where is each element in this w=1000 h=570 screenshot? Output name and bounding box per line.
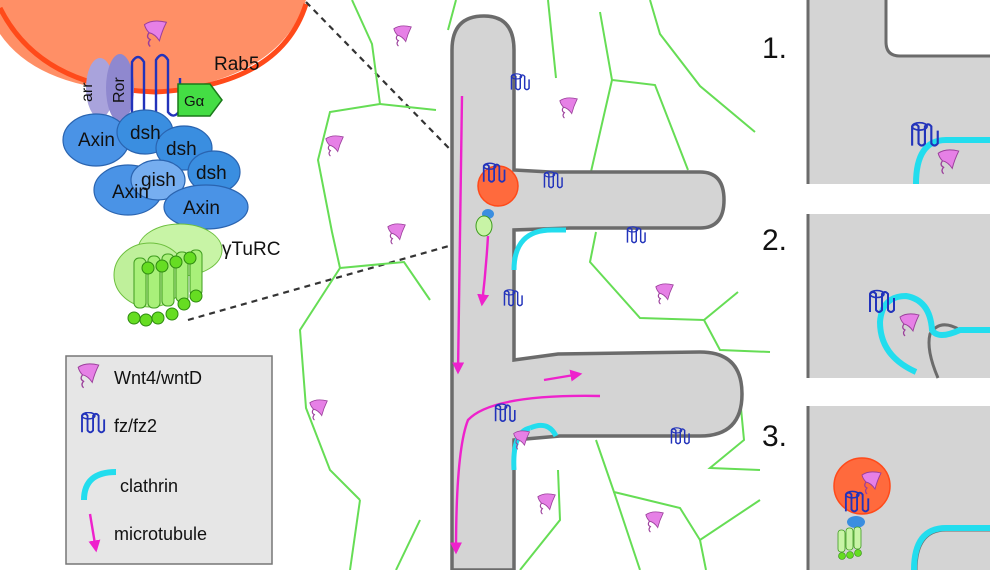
rab5-label: Rab5 [214, 54, 259, 75]
clathrin-icon [81, 469, 117, 501]
panel-number-1: 1. [762, 32, 787, 65]
zoom-line-bottom [187, 234, 485, 322]
legend: Wnt4/wntD fz/fz2 clathrin microtubule [65, 355, 273, 565]
galpha-label: Gα [184, 93, 205, 110]
axin-label-3: Axin [183, 198, 220, 219]
legend-label-wnt: Wnt4/wntD [114, 368, 202, 388]
frizzled-in-complex [130, 20, 182, 120]
panel-1: 1. [762, 0, 990, 185]
dendrite [450, 14, 744, 570]
axin-label-1: Axin [78, 130, 115, 151]
dendrite-endosome [475, 162, 519, 237]
panel-3: 3. [762, 406, 990, 570]
microtubules [450, 95, 601, 555]
cell-membranes [298, 0, 771, 570]
legend-label-fz: fz/fz2 [114, 416, 157, 436]
dsh-label-1: dsh [130, 123, 161, 144]
legend-label-microtubule: microtubule [114, 524, 207, 544]
panel-number-3: 3. [762, 420, 787, 453]
panel-number-2: 2. [762, 224, 787, 257]
panel-2: 2. [762, 214, 990, 379]
axin-label-2: Axin [112, 182, 149, 203]
legend-label-clathrin: clathrin [120, 476, 178, 496]
galpha-protein: Gα [177, 83, 223, 117]
dendrite-clathrin [511, 227, 566, 471]
arr-ror-complex: arr Ror [79, 54, 134, 122]
gamma-turc-complex: γTuRC [113, 223, 280, 327]
rab5-endosome: Rab5 [0, 0, 309, 95]
dsh-label-2: dsh [166, 139, 197, 160]
gish-label: gish [141, 170, 176, 191]
gamma-turc-label: γTuRC [222, 239, 280, 260]
ror-label: Ror [111, 77, 128, 103]
dsh-axin-cluster: Axin dsh dsh dsh Axin gish Axin [62, 109, 249, 230]
microtubule-arrow-icon [88, 513, 101, 553]
arr-label: arr [79, 82, 96, 102]
dsh-label-3: dsh [196, 163, 227, 184]
